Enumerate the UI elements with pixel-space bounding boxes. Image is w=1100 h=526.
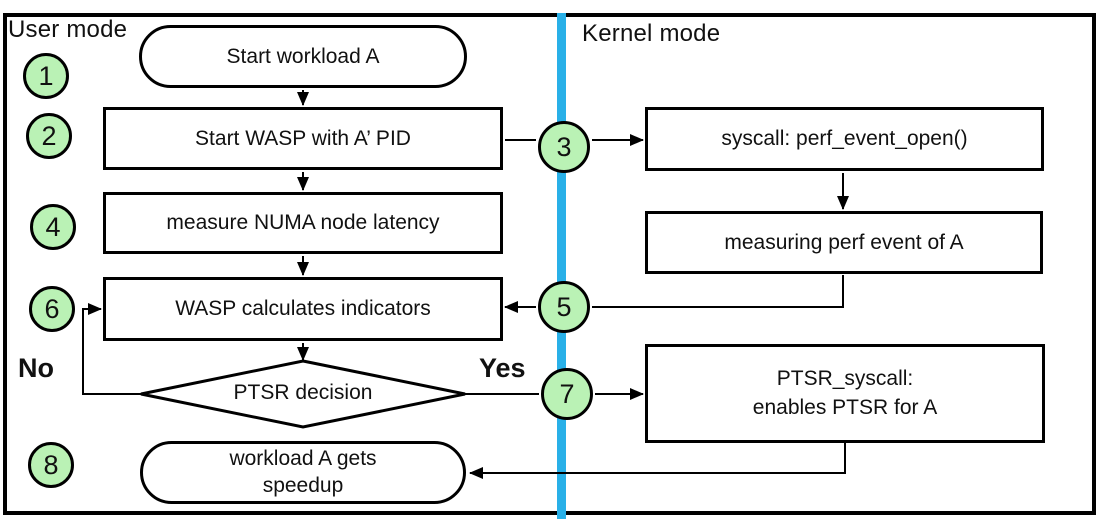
step-circle-4: 4 <box>30 204 76 250</box>
kernel-mode-label: Kernel mode <box>582 20 721 47</box>
mode-divider-line <box>557 13 566 519</box>
node-start-wasp: Start WASP with A’ PID <box>103 107 503 170</box>
yes-branch-label: Yes <box>479 353 526 383</box>
node-ptsr-decision-shape <box>140 359 466 429</box>
node-ptsr-syscall: PTSR_syscall: enables PTSR for A <box>645 344 1045 443</box>
node-measuring-perf-label: measuring perf event of A <box>724 230 964 254</box>
step-circle-6: 6 <box>29 286 75 332</box>
step-circle-8: 8 <box>28 442 74 488</box>
node-start-wasp-label: Start WASP with A’ PID <box>195 126 411 150</box>
node-measuring-perf: measuring perf event of A <box>645 211 1043 274</box>
step-circle-5: 5 <box>538 281 590 333</box>
step-8-number: 8 <box>43 449 59 480</box>
node-ptsr-decision-label: PTSR decision <box>233 381 373 404</box>
step-7-number: 7 <box>559 378 575 409</box>
node-syscall-perf: syscall: perf_event_open() <box>645 107 1044 171</box>
step-1-number: 1 <box>38 60 54 91</box>
step-2-number: 2 <box>41 120 57 151</box>
node-workload-speedup-line2: speedup <box>262 473 344 497</box>
step-circle-7: 7 <box>541 368 593 420</box>
node-workload-speedup: workload A gets speedup <box>140 441 466 504</box>
no-branch-label: No <box>18 353 54 383</box>
node-ptsr-syscall-line1: PTSR_syscall: <box>776 367 914 391</box>
node-ptsr-syscall-line2: enables PTSR for A <box>752 395 938 419</box>
node-wasp-calculates: WASP calculates indicators <box>103 277 503 341</box>
node-wasp-calculates-label: WASP calculates indicators <box>175 297 431 321</box>
step-4-number: 4 <box>45 211 61 242</box>
step-circle-2: 2 <box>26 113 72 159</box>
node-workload-speedup-line1: workload A gets <box>229 447 377 471</box>
node-start-workload-label: Start workload A <box>226 44 380 68</box>
node-measure-numa: measure NUMA node latency <box>103 192 503 254</box>
node-measure-numa-label: measure NUMA node latency <box>166 211 440 235</box>
node-syscall-perf-label: syscall: perf_event_open() <box>721 127 968 151</box>
step-circle-1: 1 <box>23 53 69 99</box>
user-mode-label: User mode <box>8 16 128 43</box>
step-5-number: 5 <box>556 291 572 322</box>
step-circle-3: 3 <box>538 121 590 173</box>
node-start-workload: Start workload A <box>139 25 467 88</box>
step-3-number: 3 <box>556 131 572 162</box>
step-6-number: 6 <box>44 293 60 324</box>
